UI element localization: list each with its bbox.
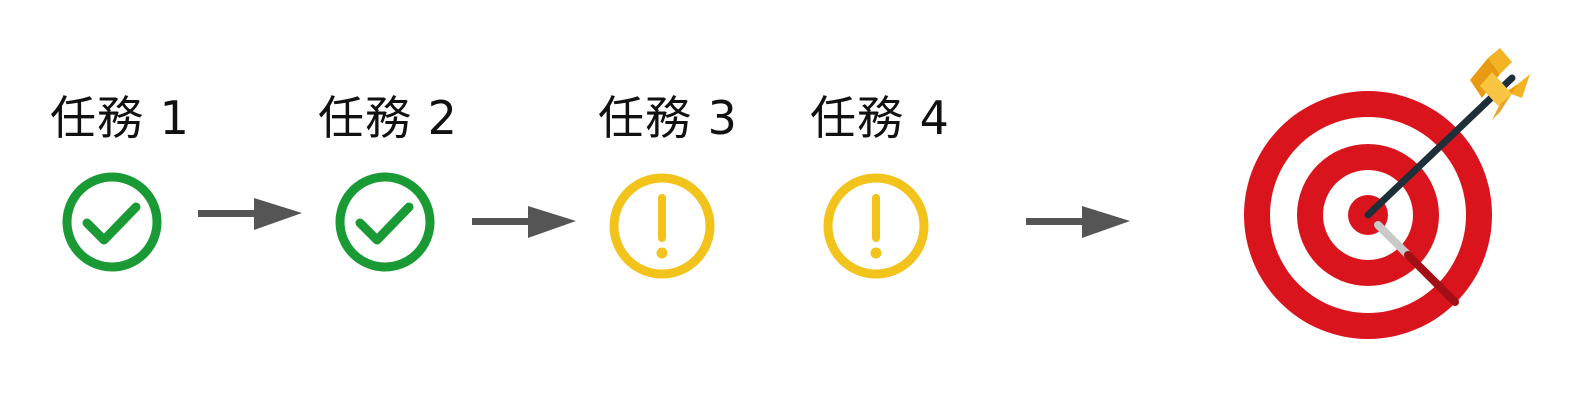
arrow-fletching	[1470, 48, 1530, 120]
flow-arrow-2	[472, 206, 576, 238]
task-3-label: 任務 3	[598, 91, 738, 145]
task-1-label: 任務 1	[50, 91, 190, 145]
check-circle-icon	[62, 172, 162, 272]
task-2-label: 任務 2	[318, 91, 458, 145]
task-4-label: 任務 4	[810, 91, 950, 145]
exclamation-circle-icon	[823, 173, 929, 279]
flow-arrow-3	[1026, 206, 1130, 238]
flow-arrow-1	[198, 198, 302, 230]
exclamation-circle-icon	[609, 173, 715, 279]
target-with-arrow-icon	[1244, 48, 1530, 339]
arrow-shaft	[1364, 74, 1516, 219]
check-circle-icon	[335, 172, 435, 272]
